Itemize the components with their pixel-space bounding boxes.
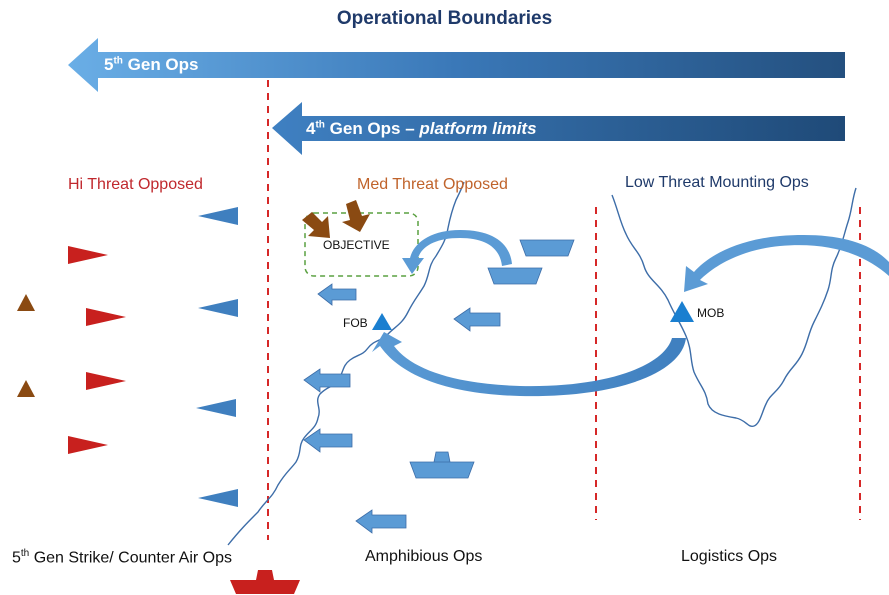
fourth-gen-italic: platform limits [419,119,537,138]
enemy-aircraft-3 [86,372,126,390]
friendly-aircraft-1 [198,207,238,225]
enemy-aircraft-2 [86,308,126,326]
strike-number: 5 [12,549,21,567]
low-threat-label: Low Threat Mounting Ops [625,174,809,191]
curved-arrow-objective [402,230,512,274]
enemy-aircraft-4 [68,436,108,454]
objective-box [304,212,419,277]
fob-marker [372,313,392,330]
coastline-left [227,181,465,546]
logistics-ops-label: Logistics Ops [681,548,778,565]
objective-arrow-1 [302,212,330,238]
friendly-aircraft-3 [196,399,236,417]
amphibious-arrow-3 [303,368,351,393]
amphibious-arrow-1 [317,283,357,306]
amphibious-ops-label: Amphibious Ops [365,548,483,565]
strike-text: Gen Strike/ Counter Air Ops [29,549,232,567]
friendly-aircraft-2 [198,299,238,317]
coastline-right [611,187,857,428]
fourth-gen-band-label: 4th Gen Ops – platform limits [306,119,537,139]
friendly-ship-2 [487,267,543,285]
curved-arrow-fob [372,332,686,397]
fifth-gen-band-arrow [68,38,845,92]
fourth-gen-text: Gen Ops – [324,119,420,138]
amphibious-arrow-4 [303,428,353,453]
amphibious-arrow-5 [355,509,407,534]
friendly-ship-3 [409,451,475,479]
fifth-gen-band-label: 5th Gen Ops [104,55,199,75]
fob-label: FOB [343,316,368,330]
amphibious-arrow-2 [453,307,501,332]
friendly-ship-1 [519,239,575,257]
strike-suffix: th [20,548,30,559]
curved-arrow-mob [684,235,889,292]
hi-threat-label: Hi Threat Opposed [68,176,203,193]
fourth-gen-number: 4 [306,119,316,138]
enemy-aircraft-1 [68,246,108,264]
objective-label: OBJECTIVE [323,238,390,252]
friendly-aircraft-4 [198,489,238,507]
objective-arrow-2 [342,200,370,232]
fifth-gen-text: Gen Ops [122,55,199,74]
fourth-gen-suffix: th [315,119,325,131]
med-threat-label: Med Threat Opposed [357,176,508,193]
mob-marker [670,301,694,322]
strike-ops-label: 5th Gen Strike/ Counter Air Ops [12,548,232,567]
fifth-gen-suffix: th [113,55,123,67]
enemy-ship [230,570,300,594]
fifth-gen-number: 5 [104,55,114,74]
enemy-ground-1 [17,294,35,311]
diagram-title: Operational Boundaries [336,8,553,29]
enemy-ground-2 [17,380,35,397]
mob-label: MOB [697,306,725,320]
fourth-gen-band-arrow [272,102,845,155]
